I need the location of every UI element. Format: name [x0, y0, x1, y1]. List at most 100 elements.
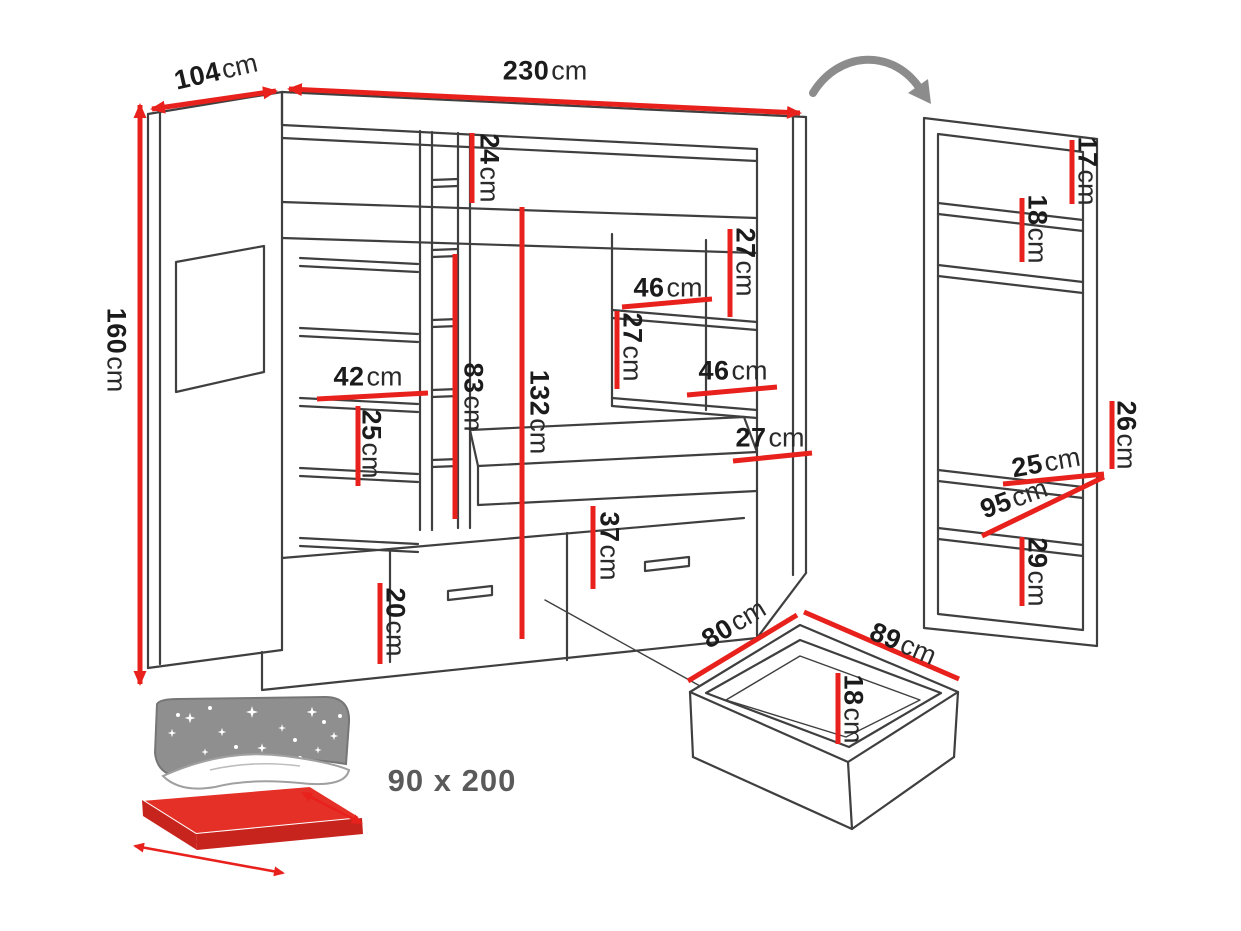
dim-value: 25	[356, 409, 387, 441]
dim-label-cabinet-bottom-gap: 29cm	[1022, 537, 1053, 607]
dim-label-cabinet-shelf-gap: 18cm	[1022, 194, 1053, 264]
dim-unit: cm	[1022, 570, 1053, 607]
dim-label-under-bunk-clearance: 83cm	[458, 362, 489, 432]
drawer-handle-right	[643, 555, 691, 573]
dim-value: 37	[594, 511, 625, 543]
mattress-side	[142, 800, 197, 850]
dim-unit: cm	[551, 55, 588, 86]
dimension-lines	[133, 83, 1115, 744]
dim-label-interior-height: 132cm	[524, 369, 555, 455]
mattress-front	[196, 818, 363, 850]
bed-bottom-edge	[260, 636, 759, 692]
dim-value: 230	[502, 55, 550, 86]
dim-value: 27	[730, 227, 761, 259]
cabinet-inner	[936, 132, 1085, 632]
dim-label-side-shelf-depth: 27cm	[735, 422, 805, 453]
ladder-rungs	[430, 177, 460, 469]
cubby-mid-shelf	[610, 308, 759, 332]
drawer-leader-line	[544, 599, 701, 687]
dim-value: 29	[1022, 537, 1053, 569]
dim-value: 26	[1111, 400, 1142, 432]
mattress-size-label: 90 x 200	[387, 763, 517, 798]
dim-value: 46	[633, 272, 665, 303]
ladder-rails	[418, 129, 472, 532]
drawer-rim-inner	[704, 638, 943, 749]
dim-value: 20	[380, 587, 411, 619]
dim-unit: cm	[730, 260, 761, 297]
dim-value: 27	[617, 312, 648, 344]
dim-unit: cm	[617, 345, 648, 382]
drawer-vertical-edges	[688, 690, 960, 831]
dim-value: 132	[524, 369, 555, 417]
rotation-arrow-icon	[809, 55, 931, 104]
dim-value: 42	[333, 361, 365, 392]
cabinet-drawing	[922, 116, 1099, 648]
bed-left-panel-bottom	[146, 648, 284, 670]
mattress-size-arrows	[133, 791, 363, 877]
dim-unit: cm	[1041, 441, 1083, 478]
dim-line-46-upper	[621, 296, 713, 310]
dim-value: 17	[1072, 136, 1103, 168]
dim-value: 24	[474, 133, 505, 165]
dim-unit: cm	[1072, 169, 1103, 206]
bed-bottom-right-edge	[755, 571, 808, 640]
dim-label-cubby-upper-height: 27cm	[730, 227, 761, 297]
dim-unit: cm	[366, 361, 403, 392]
dim-label-rail-height: 24cm	[474, 133, 505, 203]
dim-line-95	[980, 474, 1106, 539]
dim-unit: cm	[1022, 227, 1053, 264]
dim-line-230	[287, 83, 802, 119]
dim-unit: cm	[356, 442, 387, 479]
dim-label-cubby-upper-width: 46cm	[633, 272, 703, 303]
dim-unit: cm	[1111, 433, 1142, 470]
drawer-fronts	[280, 516, 746, 664]
dim-unit: cm	[101, 356, 132, 393]
dim-unit: cm	[380, 620, 411, 657]
dim-label-shelf-width: 42cm	[333, 361, 403, 392]
cabinet-shelves	[936, 201, 1085, 558]
cabinet-outer	[922, 116, 1099, 648]
dim-label-bed-height: 160cm	[101, 307, 132, 393]
guard-rail-top	[280, 123, 759, 151]
dim-unit: cm	[666, 272, 703, 303]
left-shelves	[298, 256, 420, 554]
cubby-bottom-shelf	[610, 396, 759, 420]
dim-line-89	[803, 609, 960, 682]
dim-value: 160	[101, 307, 132, 355]
drawer-detail-drawing	[688, 623, 960, 831]
dim-unit: cm	[594, 544, 625, 581]
dim-unit: cm	[458, 395, 489, 432]
dim-label-drawer-height: 18cm	[838, 674, 869, 744]
dim-line-27-side	[732, 450, 813, 464]
dim-unit: cm	[524, 418, 555, 455]
dim-label-bed-width: 230cm	[502, 55, 588, 86]
dim-line-80	[686, 612, 799, 684]
drawer-bottom-edges	[691, 755, 956, 831]
dim-value: 18	[1022, 194, 1053, 226]
drawer-floor	[725, 655, 921, 738]
drawer-handle-left	[446, 584, 494, 602]
sheet-shape	[161, 753, 351, 790]
dim-label-cabinet-top-gap: 17cm	[1072, 136, 1103, 206]
dim-unit: cm	[768, 422, 805, 453]
dim-unit: cm	[474, 166, 505, 203]
dim-unit: cm	[731, 355, 768, 386]
dim-label-cabinet-right-gap: 26cm	[1111, 400, 1142, 470]
dim-line-42	[316, 390, 429, 402]
dim-unit: cm	[838, 707, 869, 744]
dim-line-104	[150, 86, 278, 114]
dim-value: 18	[838, 674, 869, 706]
dim-line-25-cabinet	[1002, 471, 1105, 487]
dim-label-shelf-spacing: 25cm	[356, 409, 387, 479]
dim-label-cubby-lower-height: 27cm	[617, 312, 648, 382]
dim-label-cubby-lower-width: 46cm	[698, 355, 768, 386]
bed-back-top-edge	[280, 90, 808, 119]
dim-value: 27	[735, 422, 767, 453]
dim-label-drawer-front-height: 37cm	[594, 511, 625, 581]
dim-label-plinth-height: 20cm	[380, 587, 411, 657]
bed-side-window	[174, 244, 266, 394]
sheet-fold-line	[209, 763, 301, 771]
bed-size-icon	[133, 695, 366, 877]
